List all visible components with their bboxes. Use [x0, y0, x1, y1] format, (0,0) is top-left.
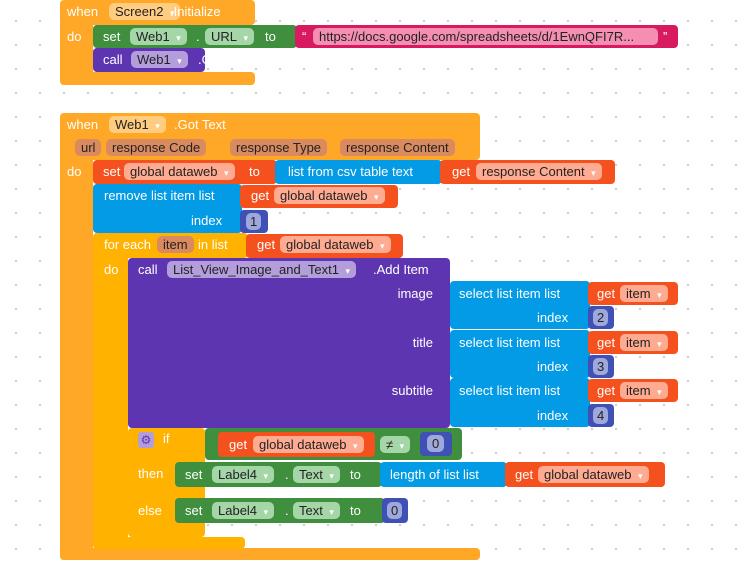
- when-label: when: [67, 117, 99, 132]
- get-label: get: [597, 286, 616, 301]
- variable-dropdown[interactable]: global dataweb: [274, 187, 385, 204]
- to-label: to: [350, 467, 361, 482]
- select-list-item-block[interactable]: [450, 330, 590, 378]
- then-label: then: [138, 466, 164, 481]
- dot-label: .: [285, 503, 289, 518]
- get-label: get: [452, 164, 471, 179]
- index-label: index: [537, 408, 569, 423]
- get-label: get: [229, 437, 248, 452]
- to-label: to: [249, 164, 260, 179]
- dot-label: .: [285, 467, 289, 482]
- do-label: do: [67, 164, 82, 179]
- set-label: set: [185, 467, 203, 482]
- gear-icon[interactable]: ⚙: [138, 432, 154, 448]
- component-dropdown[interactable]: Screen2: [109, 3, 181, 20]
- event-bottom-bar: [60, 72, 255, 85]
- number-field[interactable]: 0: [387, 502, 403, 519]
- number-field[interactable]: 3: [593, 358, 609, 375]
- variable-dropdown[interactable]: global dataweb: [124, 163, 235, 180]
- set-label: set: [185, 503, 203, 518]
- get-label: get: [515, 467, 534, 482]
- item-variable[interactable]: item: [157, 236, 194, 253]
- component-dropdown[interactable]: Label4: [212, 466, 275, 483]
- to-label: to: [350, 503, 361, 518]
- index-label: index: [191, 213, 223, 228]
- method-name: .Add Item: [373, 262, 429, 277]
- select-list-item-block[interactable]: [450, 281, 590, 329]
- variable-dropdown[interactable]: global dataweb: [280, 236, 391, 253]
- set-label: set: [103, 164, 121, 179]
- component-dropdown[interactable]: List_View_Image_and_Text1: [167, 261, 357, 278]
- remove-label: remove list item list: [104, 188, 215, 203]
- property-dropdown[interactable]: Text: [293, 502, 340, 519]
- length-label: length of list list: [390, 467, 479, 482]
- param-response-type[interactable]: response Type: [230, 139, 328, 156]
- get-label: get: [597, 335, 616, 350]
- variable-dropdown[interactable]: item: [620, 285, 668, 302]
- to-label: to: [265, 29, 276, 44]
- get-label: get: [257, 237, 276, 252]
- do-label: do: [104, 262, 119, 277]
- get-label: get: [597, 383, 616, 398]
- number-field[interactable]: 4: [593, 407, 609, 424]
- param-response-code[interactable]: response Code: [106, 139, 207, 156]
- variable-dropdown[interactable]: global dataweb: [253, 436, 364, 453]
- event-name: .Got Text: [174, 117, 226, 132]
- set-label-text-block[interactable]: [175, 498, 385, 523]
- event-body-bar: [60, 150, 93, 560]
- component-dropdown[interactable]: Web1: [131, 51, 188, 68]
- else-label: else: [138, 503, 162, 518]
- list-from-csv-block[interactable]: [275, 160, 442, 184]
- index-label: index: [537, 310, 569, 325]
- component-dropdown[interactable]: Web1: [109, 116, 166, 133]
- dot-label: .: [196, 29, 200, 44]
- variable-dropdown[interactable]: item: [620, 334, 668, 351]
- event-bottom-bar: [60, 548, 480, 560]
- component-dropdown[interactable]: Label4: [212, 502, 275, 519]
- component-dropdown[interactable]: Web1: [130, 28, 187, 45]
- set-label-text-block[interactable]: [175, 462, 382, 487]
- select-list-item-block[interactable]: [450, 378, 590, 427]
- in-list-label: in list: [198, 237, 228, 252]
- variable-dropdown[interactable]: item: [620, 382, 668, 399]
- property-dropdown[interactable]: URL: [205, 28, 255, 45]
- event-name: .Initialize: [170, 4, 221, 19]
- number-field[interactable]: 0: [427, 435, 445, 452]
- for-each-body-bar: [93, 250, 128, 548]
- arg-title-label: title: [412, 335, 433, 350]
- number-field[interactable]: 1: [246, 213, 262, 230]
- param-url[interactable]: url: [75, 139, 102, 156]
- index-label: index: [537, 359, 569, 374]
- remove-list-item-block[interactable]: [93, 184, 242, 233]
- get-label: get: [251, 188, 270, 203]
- method-name: .Get: [198, 52, 223, 67]
- property-dropdown[interactable]: Text: [293, 466, 340, 483]
- variable-dropdown[interactable]: global dataweb: [538, 466, 649, 483]
- select-label: select list item list: [459, 383, 561, 398]
- call-add-item-block[interactable]: [128, 258, 450, 428]
- param-response-content[interactable]: response Content: [340, 139, 455, 156]
- for-each-label: for each: [104, 237, 151, 252]
- url-text-field[interactable]: https://docs.google.com/spreadsheets/d/1…: [313, 28, 658, 45]
- call-label: call: [103, 52, 123, 67]
- select-label: select list item list: [459, 335, 561, 350]
- for-each-bottom-bar: [93, 537, 245, 549]
- open-quote: “: [302, 29, 307, 44]
- close-quote: ”: [663, 29, 668, 44]
- length-of-list-block[interactable]: [380, 462, 507, 487]
- number-field[interactable]: 2: [593, 309, 609, 326]
- select-label: select list item list: [459, 286, 561, 301]
- operator-dropdown[interactable]: ≠: [380, 436, 411, 453]
- csv-label: list from csv table text: [288, 164, 413, 179]
- set-label: set: [103, 29, 121, 44]
- do-label: do: [67, 29, 82, 44]
- arg-subtitle-label: subtitle: [391, 383, 433, 398]
- when-label: when: [67, 4, 99, 19]
- arg-image-label: image: [397, 286, 433, 301]
- if-label: if: [163, 431, 170, 446]
- call-label: call: [138, 262, 158, 277]
- variable-dropdown[interactable]: response Content: [476, 163, 602, 180]
